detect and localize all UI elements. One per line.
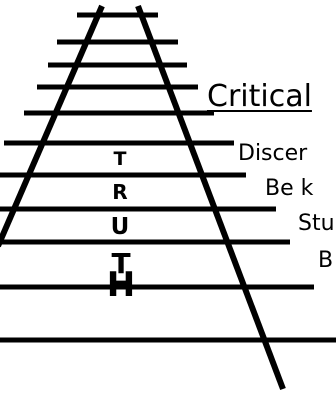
truth-letter-h: H <box>101 268 141 302</box>
text-line-2: Be k <box>265 176 313 202</box>
truth-letter-r: R <box>100 182 140 202</box>
truth-letter-t: T <box>100 150 140 169</box>
text-line-4: B <box>318 248 333 274</box>
right-rail <box>138 6 283 389</box>
truth-letter-u: U <box>100 216 140 239</box>
diagram-title: Critical <box>207 80 312 114</box>
text-line-3: Stu <box>298 211 335 237</box>
text-line-1: Discer <box>238 141 307 167</box>
